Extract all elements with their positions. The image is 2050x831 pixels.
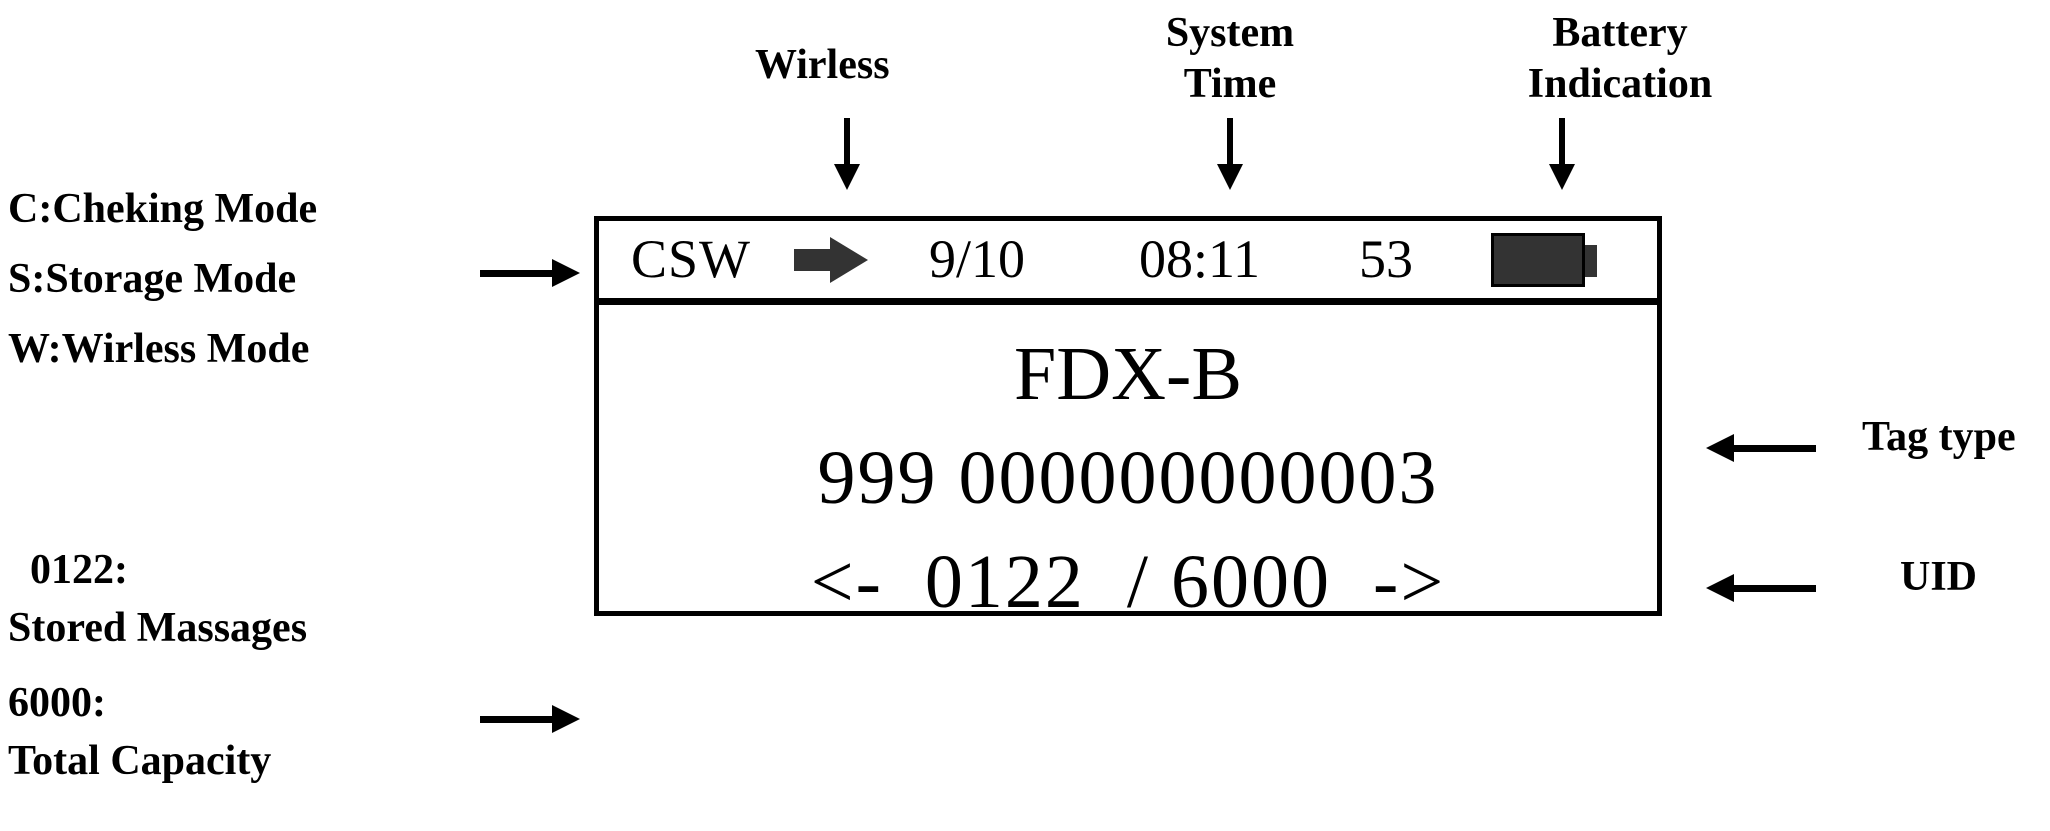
annotation-mode-arrow-icon [480, 258, 580, 288]
annotation-mode-storage: S:Storage Mode [8, 256, 297, 302]
annotation-stored-messages-label: Stored Massages [8, 605, 308, 651]
status-battery-percent: 53 [1359, 228, 1413, 289]
lcd-status-bar: CSW 9/10 08:11 53 [599, 221, 1657, 305]
wireless-right-arrow-icon [794, 236, 868, 283]
annotation-wireless-arrow-icon [832, 118, 862, 190]
status-mode-indicator: CSW [631, 228, 752, 289]
annotation-uid-label: UID [1900, 554, 1978, 600]
lcd-tag-type-value: FDX-B [1013, 332, 1243, 416]
lcd-record-pager[interactable]: <- 0122 / 6000 -> [810, 540, 1446, 624]
annotation-total-capacity-label: Total Capacity [8, 738, 272, 784]
lcd-uid-value: 999 000000000003 [817, 436, 1439, 520]
annotation-mode-wireless: W:Wirless Mode [8, 326, 310, 372]
annotation-total-capacity-count: 6000: [8, 680, 106, 726]
annotation-system-time-arrow-icon [1215, 118, 1245, 190]
annotation-uid-arrow-icon [1706, 573, 1816, 603]
status-date: 9/10 [929, 228, 1026, 289]
status-time: 08:11 [1139, 228, 1260, 289]
annotation-battery-label: Battery Indication [1527, 10, 1713, 108]
battery-icon [1491, 232, 1597, 287]
annotation-tag-type-arrow-icon [1706, 433, 1816, 463]
annotation-capacity-arrow-icon [480, 704, 580, 734]
annotation-tag-type-label: Tag type [1862, 414, 2016, 460]
annotation-stored-count: 0122: [30, 547, 128, 593]
device-lcd-screen: CSW 9/10 08:11 53 FDX-B 999 000000000003… [594, 216, 1662, 624]
lcd-content-area: FDX-B 999 000000000003 <- 0122 / 6000 -> [599, 305, 1657, 624]
annotation-mode-checking: C:Cheking Mode [8, 186, 318, 232]
annotation-wireless-label: Wirless [755, 42, 890, 88]
annotation-system-time-label: System Time [1165, 10, 1295, 108]
annotation-battery-arrow-icon [1547, 118, 1577, 190]
